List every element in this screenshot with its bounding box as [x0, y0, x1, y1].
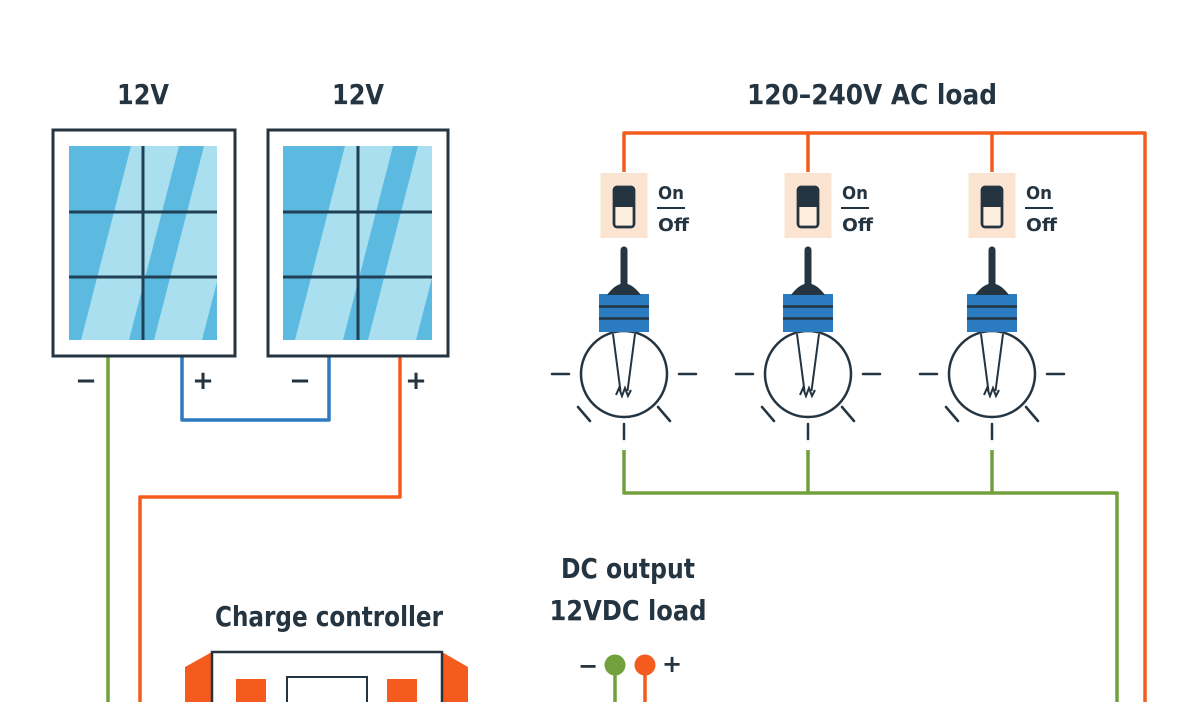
panel1-grid-lines [69, 146, 217, 340]
ac-switch-3[interactable]: On Off [967, 171, 1058, 240]
charge-controller-body [185, 650, 468, 702]
light-bulb-3 [920, 250, 1064, 439]
ac-switch-1[interactable]: On Off [599, 171, 690, 240]
dc-negative-terminal-dot [604, 654, 626, 676]
switch2-off-label: Off [842, 215, 873, 236]
controller-left-wing [185, 652, 212, 702]
solar-panel-1 [51, 128, 237, 358]
panel2-positive-sign: + [405, 366, 427, 396]
ac-bus-wire [622, 131, 1147, 702]
panel2-label: 12V [332, 78, 384, 111]
controller-port-left [236, 679, 266, 702]
dc-positive-sign: + [662, 650, 682, 678]
controller-port-right [387, 679, 417, 702]
dc-output-label-line1: DC output [561, 552, 695, 585]
panel2-grid-lines [283, 146, 432, 340]
panel1-negative-sign: − [75, 366, 97, 396]
panel1-label: 12V [117, 78, 169, 111]
switch3-off-label: Off [1026, 215, 1057, 236]
ac-load-title: 120–240V AC load [747, 78, 997, 111]
switch2-on-label: On [842, 183, 868, 204]
ac-switch-2[interactable]: On Off [783, 171, 874, 240]
dc-output-terminals: − + [578, 650, 682, 702]
dc-output-label-line2: 12VDC load [550, 594, 707, 627]
panel1-positive-sign: + [192, 366, 214, 396]
light-bulb-2 [736, 250, 880, 439]
panel2-positive-wire [138, 356, 402, 702]
switch1-off-label: Off [658, 215, 689, 236]
panel2-negative-sign: − [289, 366, 311, 396]
solar-panel-2 [266, 128, 450, 358]
controller-display [286, 676, 368, 702]
dc-negative-sign: − [578, 652, 598, 680]
controller-right-wing [442, 652, 468, 702]
charge-controller-label: Charge controller [215, 600, 443, 633]
series-link-wire [180, 356, 331, 422]
switch3-on-label: On [1026, 183, 1052, 204]
dc-positive-terminal-dot [634, 654, 656, 676]
light-bulb-1 [552, 250, 696, 439]
ac-return-bus-wire [622, 450, 1119, 702]
switch1-on-label: On [658, 183, 684, 204]
